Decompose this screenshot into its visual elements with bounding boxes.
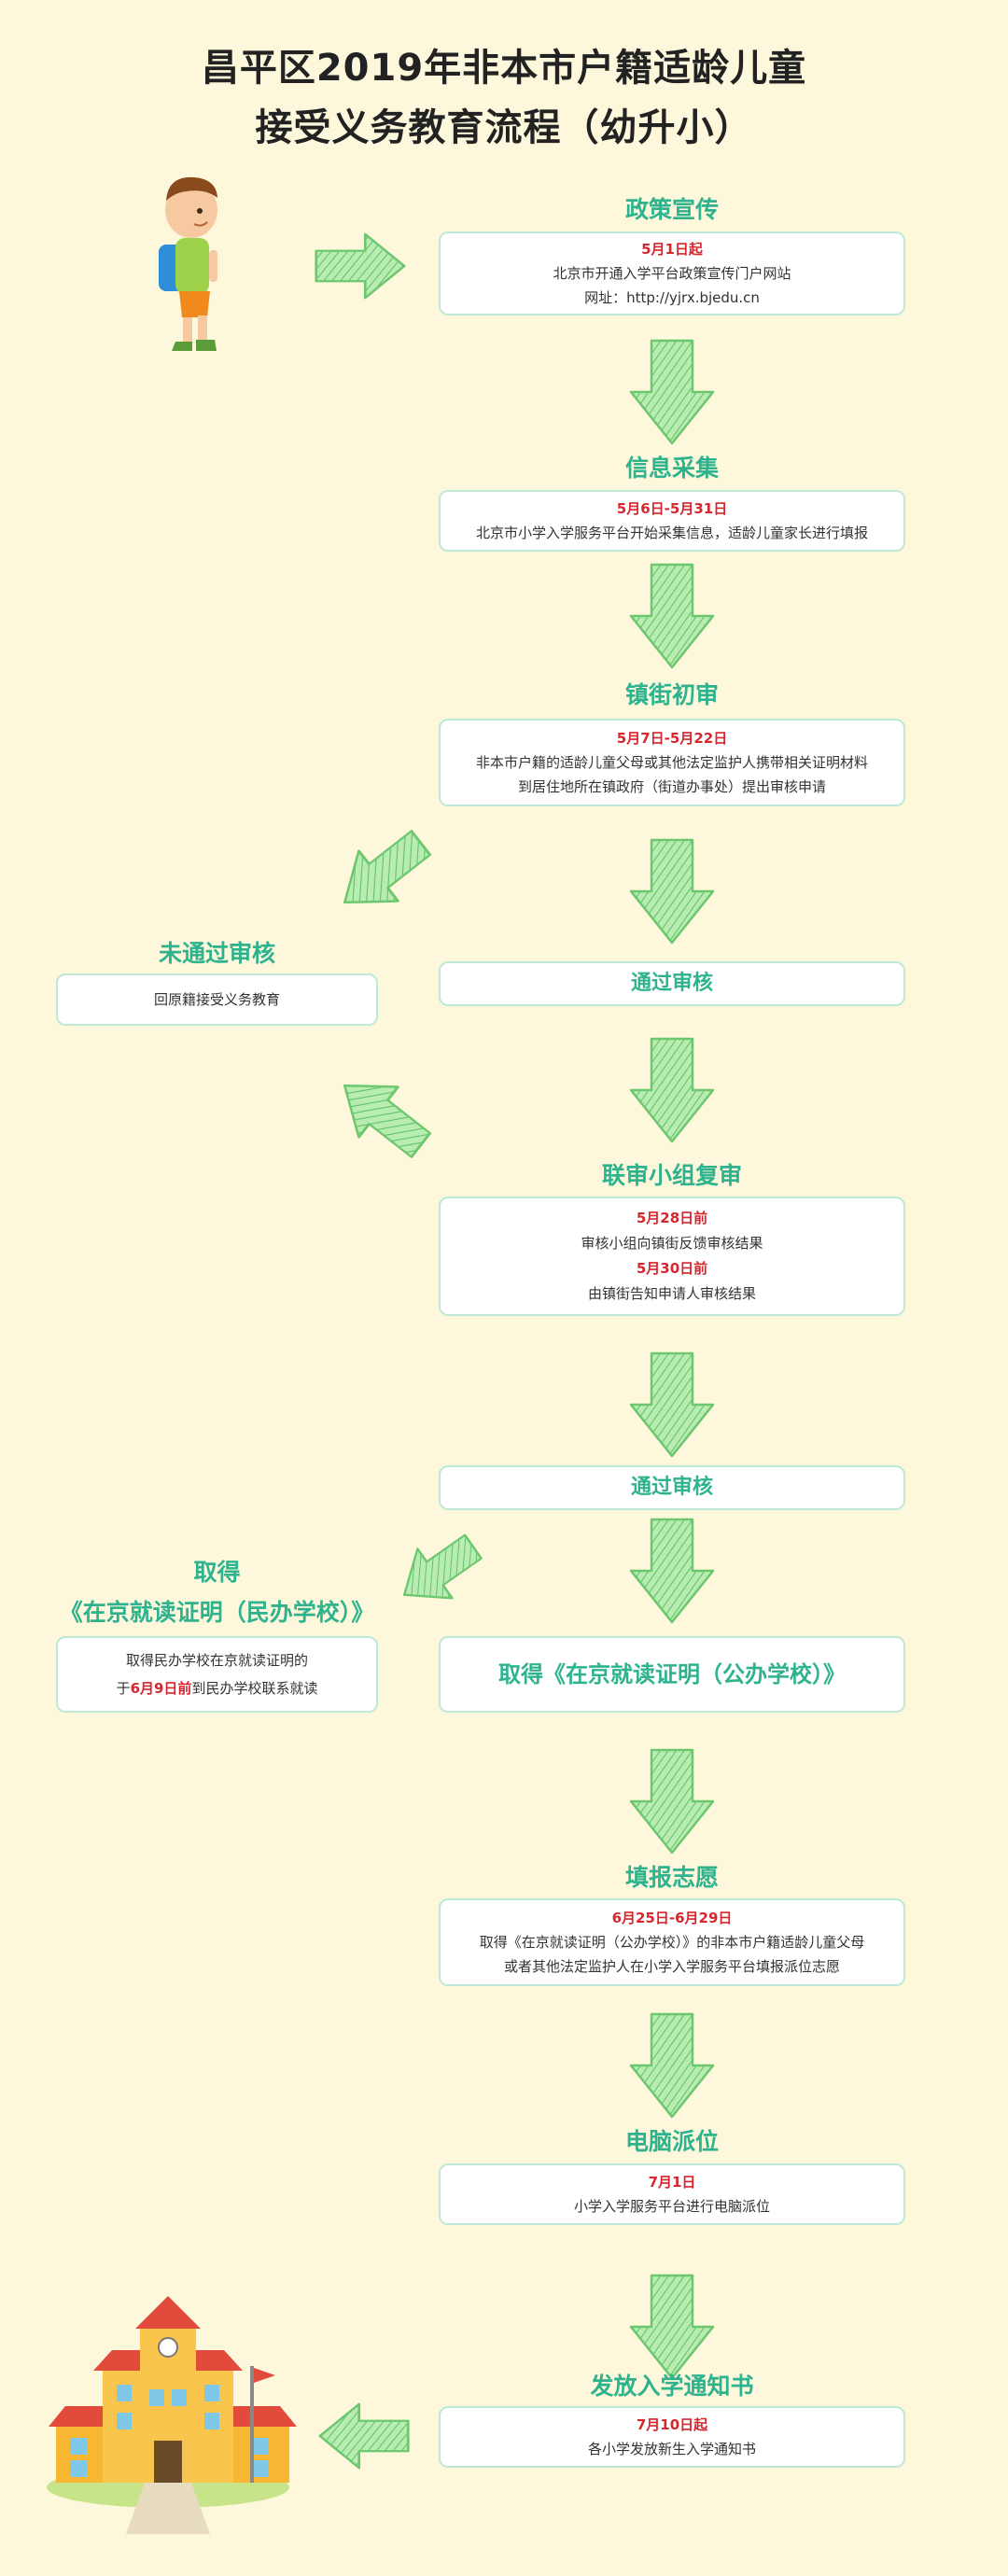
- step-box-computer: 7月1日 小学入学服务平台进行电脑派位: [439, 2163, 905, 2225]
- child-illustration: [159, 176, 217, 351]
- step-text: 小学入学服务平台进行电脑派位: [573, 2198, 770, 2215]
- step-text: 各小学发放新生入学通知书: [587, 2441, 756, 2457]
- step-text: 由镇街告知申请人审核结果: [587, 1285, 756, 1302]
- website-link[interactable]: 网址：http://yjrx.bjedu.cn: [584, 289, 760, 306]
- arrow-down-icon: [629, 1351, 715, 1458]
- step-box-collect: 5月6日-5月31日 北京市小学入学服务平台开始采集信息，适龄儿童家长进行填报: [439, 490, 905, 552]
- page-title-line1: 昌平区2019年非本市户籍适龄儿童: [201, 47, 807, 90]
- step-text: 审核小组向镇街反馈审核结果: [581, 1235, 763, 1252]
- pass-box-1: 通过审核: [439, 961, 905, 1006]
- step-title-fail: 未通过审核: [158, 940, 275, 967]
- step-text: 于: [116, 1680, 131, 1697]
- step-date: 5月7日-5月22日: [616, 730, 728, 747]
- arrow-down-icon: [629, 339, 715, 445]
- step-text: 北京市小学入学服务平台开始采集信息，适龄儿童家长进行填报: [475, 525, 868, 541]
- step-title-private-2: 《在京就读证明（民办学校）》: [59, 1599, 375, 1626]
- step-text: 取得《在京就读证明（公办学校）》的非本市户籍适龄儿童父母: [479, 1934, 865, 1951]
- step-text-deadline: 于6月9日前到民办学校联系就读: [117, 1674, 318, 1702]
- public-certificate-label: 取得《在京就读证明（公办学校）》: [498, 1661, 846, 1687]
- step-date: 6月9日前: [130, 1680, 192, 1697]
- step-date: 5月1日起: [641, 241, 703, 258]
- step-box-fail: 回原籍接受义务教育: [56, 973, 378, 1026]
- step-title-private-1: 取得: [193, 1559, 241, 1586]
- step-box-private: 取得民办学校在京就读证明的 于6月9日前到民办学校联系就读: [56, 1636, 378, 1713]
- public-certificate-box: 取得《在京就读证明（公办学校）》: [439, 1636, 905, 1713]
- arrow-left-icon: [318, 2402, 410, 2470]
- pass-box-2: 通过审核: [439, 1465, 905, 1510]
- step-box-notice: 7月10日起 各小学发放新生入学通知书: [439, 2406, 905, 2468]
- arrow-down-icon: [629, 1748, 715, 1855]
- school-illustration: [47, 2296, 297, 2534]
- arrow-down-icon: [629, 838, 715, 945]
- arrow-right-icon: [315, 232, 406, 300]
- step-text: 取得民办学校在京就读证明的: [125, 1652, 308, 1669]
- step-date: 5月28日前: [636, 1210, 708, 1226]
- step-box-town: 5月7日-5月22日 非本市户籍的适龄儿童父母或其他法定监护人携带相关证明材料 …: [439, 719, 905, 806]
- arrow-down-icon: [629, 563, 715, 669]
- step-date: 5月30日前: [636, 1260, 708, 1277]
- step-date: 7月10日起: [636, 2416, 708, 2433]
- step-date: 5月6日-5月31日: [616, 500, 728, 517]
- step-title-collect: 信息采集: [624, 455, 719, 482]
- step-text: 到居住地所在镇政府（街道办事处）提出审核申请: [517, 778, 826, 795]
- arrow-down-icon: [629, 2012, 715, 2119]
- step-title-computer: 电脑派位: [624, 2128, 719, 2155]
- step-box-policy: 5月1日起 北京市开通入学平台政策宣传门户网站 网址：http://yjrx.b…: [439, 231, 905, 315]
- arrow-down-icon: [629, 1037, 715, 1143]
- step-box-joint: 5月28日前 审核小组向镇街反馈审核结果 5月30日前 由镇街告知申请人审核结果: [439, 1197, 905, 1316]
- step-title-notice: 发放入学通知书: [590, 2373, 754, 2400]
- step-text: 北京市开通入学平台政策宣传门户网站: [553, 265, 791, 282]
- arrow-down-left-icon: [323, 816, 442, 930]
- arrow-down-icon: [629, 1518, 715, 1624]
- arrow-up-left-icon: [323, 1058, 442, 1172]
- step-text: 非本市户籍的适龄儿童父母或其他法定监护人携带相关证明材料: [475, 754, 868, 771]
- arrow-down-left-icon: [385, 1520, 492, 1621]
- page-title-line2: 接受义务教育流程（幼升小）: [255, 106, 753, 149]
- step-title-town: 镇街初审: [624, 681, 719, 708]
- arrow-down-icon: [629, 2274, 715, 2380]
- step-text: 或者其他法定监护人在小学入学服务平台填报派位志愿: [503, 1958, 840, 1975]
- step-title-policy: 政策宣传: [624, 196, 719, 223]
- step-text: 到民办学校联系就读: [191, 1680, 318, 1697]
- step-text: 回原籍接受义务教育: [153, 991, 280, 1008]
- step-title-wish: 填报志愿: [624, 1864, 719, 1891]
- step-date: 6月25日-6月29日: [611, 1910, 733, 1926]
- pass-label: 通过审核: [630, 1476, 713, 1499]
- step-title-joint: 联审小组复审: [601, 1162, 742, 1189]
- step-date: 7月1日: [648, 2174, 696, 2191]
- pass-label: 通过审核: [630, 972, 713, 995]
- step-box-wish: 6月25日-6月29日 取得《在京就读证明（公办学校）》的非本市户籍适龄儿童父母…: [439, 1898, 905, 1986]
